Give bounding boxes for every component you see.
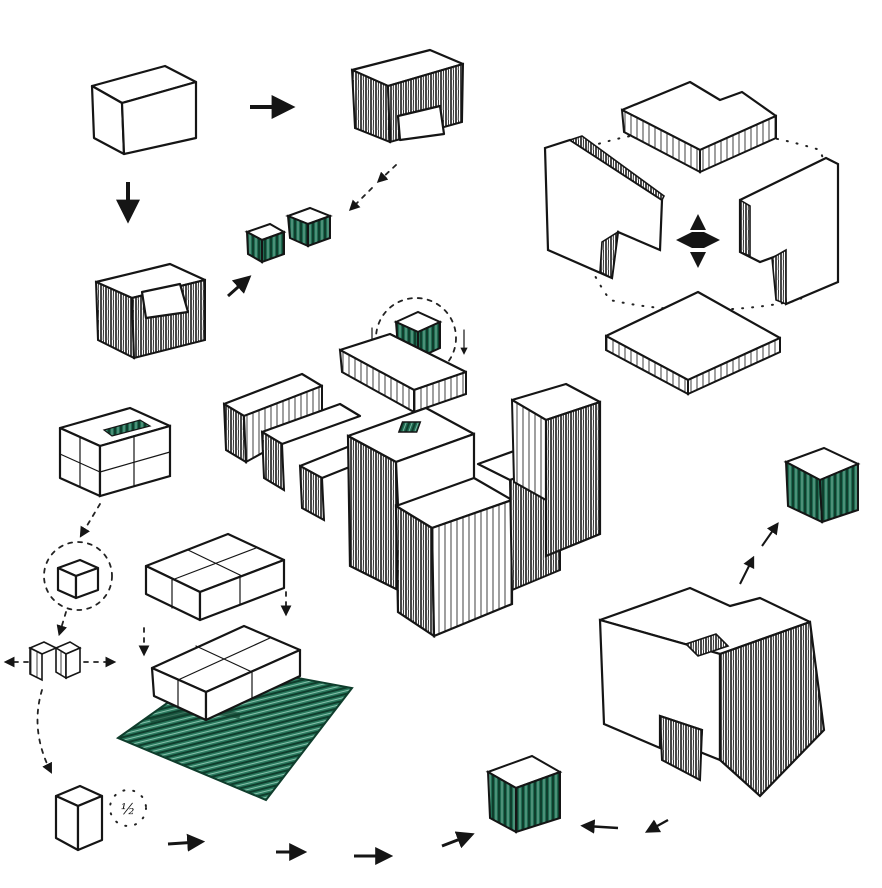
cube-half	[54, 784, 104, 852]
cube-plain-start	[90, 64, 198, 156]
four-way-arrow-icon	[676, 214, 720, 268]
tower-front	[394, 476, 514, 639]
arrow-icon	[79, 503, 101, 538]
arrow-icon	[441, 831, 475, 849]
dashed-curve-path	[36, 689, 52, 774]
cube-split-halves	[28, 641, 82, 682]
volume-large-carved	[598, 586, 826, 798]
wall-right	[738, 156, 840, 306]
block-mid-left	[260, 402, 362, 492]
block-stack-upper	[144, 532, 286, 622]
tower-main	[346, 406, 476, 592]
arrow-icon	[138, 591, 292, 657]
arrow-icon	[348, 164, 397, 212]
cube-grid-four	[58, 406, 172, 498]
cube-small-green-2	[285, 206, 333, 248]
slab-top	[620, 80, 778, 174]
tower-right-tall	[510, 382, 602, 558]
cube-green-focus	[393, 310, 443, 360]
block-stack-lower	[150, 624, 302, 722]
dashed-circle-unit	[43, 541, 113, 611]
cube-green-right	[783, 446, 861, 524]
arrow-icon	[167, 833, 206, 852]
wall-left	[543, 135, 666, 280]
cube-hatched-carved	[350, 48, 465, 144]
cube-green-bottom	[485, 754, 563, 834]
arrow-icon	[580, 818, 669, 834]
arrow-icon	[739, 522, 779, 585]
half-label-badge: ½	[109, 789, 147, 827]
slab-bottom	[604, 290, 782, 396]
arrow-icon	[56, 611, 68, 637]
cube-small-green-1	[244, 222, 287, 264]
block-top-stacked	[338, 332, 468, 414]
arrow-icon	[227, 275, 252, 298]
half-label: ½	[121, 800, 136, 818]
cube-hatched-notched	[94, 262, 207, 360]
